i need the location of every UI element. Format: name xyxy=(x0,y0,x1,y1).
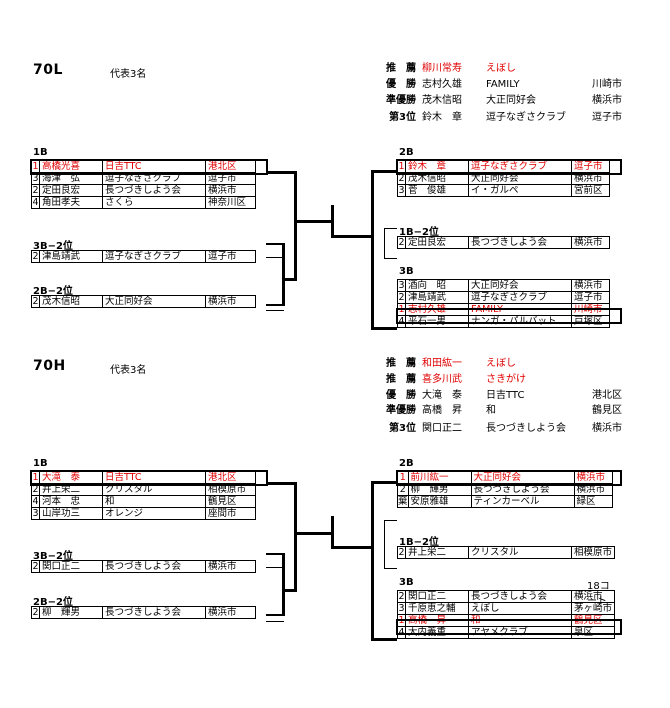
section-note: 代表3名 xyxy=(110,365,147,376)
section-title: 70L xyxy=(33,62,63,78)
table-row: 棄安原雅雄ティンカーベル緑区 xyxy=(397,495,613,508)
section-title: 70H xyxy=(33,358,66,374)
court-label: 18コート xyxy=(587,581,610,607)
section-note: 代表3名 xyxy=(110,69,147,80)
